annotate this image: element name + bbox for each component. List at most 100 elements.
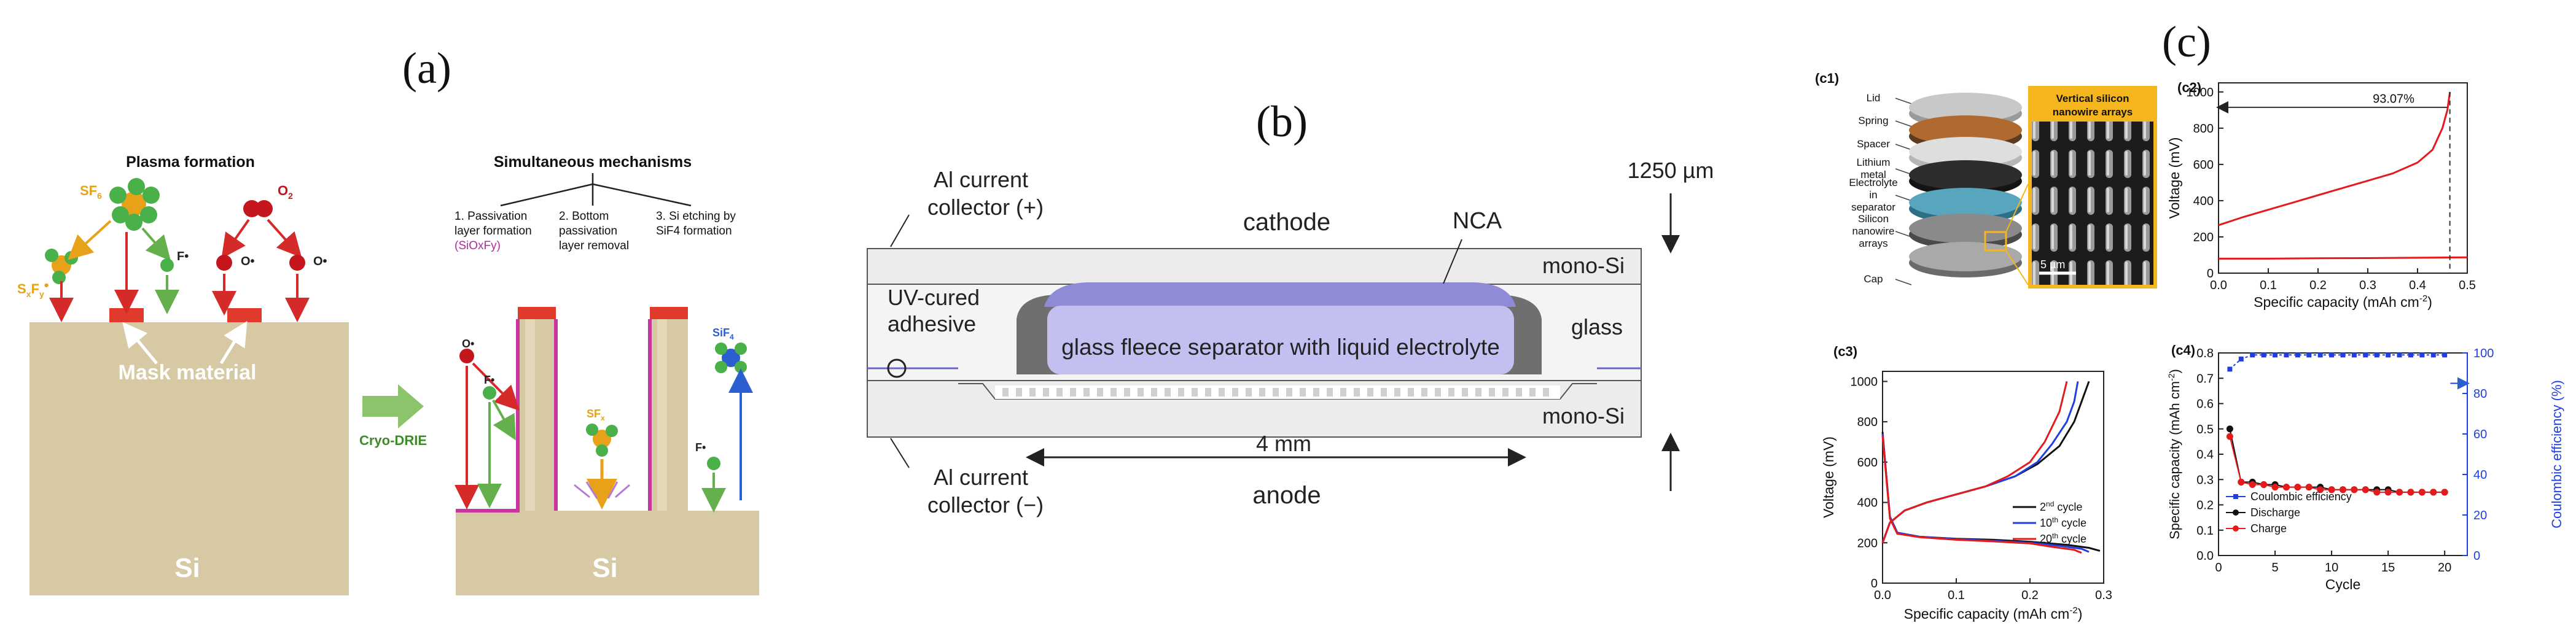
si-label-left: Si	[174, 553, 200, 583]
c4-point	[2250, 352, 2255, 358]
adhesive-marker	[887, 358, 907, 378]
panel-a-plasma: Plasma formation Mask material Si SF6 Sx…	[17, 153, 349, 595]
cryo-drie-label: Cryo-DRIE	[359, 433, 427, 448]
anode-comb-tooth	[1354, 388, 1360, 397]
anode-comb-tooth	[1070, 388, 1076, 397]
anode-comb-tooth	[1110, 388, 1117, 397]
c4-y-tick-label: 0.4	[2196, 448, 2214, 462]
coin-cell-part-label: Silicon	[1858, 213, 1889, 225]
c2-series-line	[2218, 91, 2451, 226]
sf6-label: SF6	[80, 183, 102, 201]
anode-comb-tooth	[1016, 388, 1022, 397]
anode-comb-tooth	[1151, 388, 1157, 397]
separator-label: glass fleece separator with liquid elect…	[1061, 335, 1500, 360]
c2-x-tick-label: 0.2	[2309, 279, 2327, 292]
c4-point	[2408, 352, 2413, 358]
o-radical-1	[216, 255, 232, 271]
plot-frame	[1882, 371, 2104, 584]
svg-text:O•: O•	[462, 338, 474, 350]
c4-legend-label: Coulombic efficiency	[2250, 490, 2352, 503]
c2-y-tick-label: 800	[2193, 122, 2214, 136]
c3-legend-label: 2nd cycle	[2040, 500, 2082, 513]
c4-y-axis-label: Specific capacity (mAh cm-2)	[2166, 369, 2182, 540]
c4-y2-tick-label: 0	[2473, 549, 2480, 563]
scale-bar-label: 5 µm	[2040, 258, 2065, 271]
f-radical-trench	[483, 386, 496, 400]
c3-x-axis-label-sup: -2	[2069, 605, 2077, 616]
c4-point	[2373, 489, 2381, 496]
o2-label: O2	[278, 183, 293, 201]
c4-point	[2294, 484, 2301, 491]
c4-x-tick-label: 15	[2381, 561, 2395, 575]
coin-cell-leader	[1895, 279, 1912, 285]
c3-legend-sup: th	[2052, 532, 2058, 540]
anode-comb-tooth	[1232, 388, 1238, 397]
c4-legend-label: Discharge	[2250, 506, 2300, 519]
c4-point	[2396, 489, 2403, 496]
anode-comb-tooth	[1516, 388, 1522, 397]
anode-comb-tooth	[1394, 388, 1400, 397]
c4-tag: (c4)	[2171, 343, 2195, 358]
c4-point	[2273, 352, 2278, 358]
anode-comb-tooth	[1367, 388, 1373, 397]
width-label: 4 mm	[1256, 431, 1311, 456]
c4-point	[2419, 352, 2425, 358]
c3-y-tick-label: 800	[1857, 416, 1878, 429]
arrow-o2-left	[221, 219, 250, 259]
c3-x-tick-label: 0.1	[1948, 589, 1965, 602]
anode-comb-tooth	[1462, 388, 1468, 397]
c3-tag: (c3)	[1833, 344, 1857, 359]
c3-legend-rest: cycle	[2058, 517, 2086, 529]
anode-comb-tooth	[1192, 388, 1198, 397]
panel-label-a: (a)	[402, 44, 451, 93]
c2-x-axis-label-sup: -2	[2419, 293, 2427, 304]
c4-point	[2249, 481, 2256, 488]
c4-y2-tick-label: 100	[2473, 347, 2494, 360]
c4-y2-tick-label: 80	[2473, 387, 2487, 401]
f-label-left: F•	[177, 250, 189, 263]
c4-point	[2261, 352, 2266, 358]
c4-x-axis-label: Cycle	[2325, 576, 2361, 592]
c2-y-tick-label: 600	[2193, 158, 2214, 172]
mono-si-top-label: mono-Si	[1542, 253, 1625, 278]
arrow-sf6-to-f	[141, 227, 171, 261]
anode-comb-tooth	[1327, 388, 1333, 397]
c2-y-tick-label: 0	[2207, 267, 2214, 281]
c2-series-line	[2219, 256, 2468, 260]
coin-cell-leader	[1895, 98, 1912, 104]
c4-point	[2227, 366, 2233, 372]
anode-comb-tooth	[1002, 388, 1009, 397]
coin-cell-part-label: metal	[1860, 169, 1886, 180]
anode-comb-tooth	[1381, 388, 1387, 397]
c4-point	[2340, 486, 2346, 494]
c4-point	[2317, 352, 2323, 358]
c4-y2-tick-label: 20	[2473, 509, 2487, 522]
c4-legend-label: Charge	[2250, 522, 2287, 535]
anode-comb-tooth	[1340, 388, 1346, 397]
c4-y-tick-label: 0.8	[2196, 347, 2214, 360]
anode-comb-tooth	[1286, 388, 1292, 397]
o-label-1: O•	[241, 255, 255, 268]
c4-point	[2260, 481, 2268, 488]
c2-y-tick-label: 1000	[2187, 86, 2214, 99]
anode-comb-tooth	[1178, 388, 1184, 397]
coin-cell-leader	[1895, 195, 1912, 201]
sif4-label: SiF4	[712, 327, 734, 341]
coin-cell-part-label: Lid	[1867, 92, 1881, 104]
panel-c1: (c1) LidSpringSpacerLithiummetalElectrol…	[1815, 71, 2157, 288]
anode-comb-tooth	[1529, 388, 1536, 397]
c2-x-tick-label: 0.5	[2459, 279, 2476, 292]
o-radical-2	[289, 255, 305, 271]
panel-label-b: (b)	[1256, 97, 1308, 146]
c2-x-tick-label: 0.1	[2260, 279, 2277, 292]
c4-point	[2226, 425, 2233, 433]
anode-comb-tooth	[1273, 388, 1279, 397]
c3-legend-rest: cycle	[2058, 533, 2086, 545]
c2-y-axis-label: Voltage (mV)	[2166, 137, 2182, 219]
